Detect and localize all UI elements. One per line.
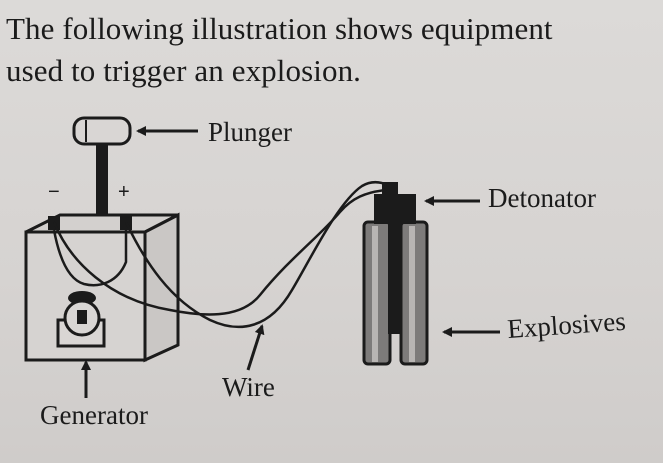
- internal-wire: [52, 229, 128, 287]
- label-generator: Generator: [40, 400, 148, 430]
- detonator: [374, 182, 416, 224]
- minus-sign: −: [48, 181, 60, 203]
- label-plunger: Plunger: [208, 117, 292, 147]
- plus-sign: +: [118, 181, 130, 203]
- explosive-sticks: [362, 220, 429, 366]
- wire-arrow: [246, 324, 265, 371]
- plunger-rod: [96, 144, 108, 230]
- caption-line-2: used to trigger an explosion.: [6, 53, 362, 88]
- label-explosives: Explosives: [506, 306, 626, 344]
- connecting-wires: [52, 181, 391, 329]
- caption-line-1: The following illustration shows equipme…: [6, 11, 553, 46]
- label-wire: Wire: [222, 372, 275, 402]
- generator-mechanism: [56, 291, 106, 348]
- plunger-handle: [72, 116, 132, 146]
- label-detonator: Detonator: [488, 183, 596, 213]
